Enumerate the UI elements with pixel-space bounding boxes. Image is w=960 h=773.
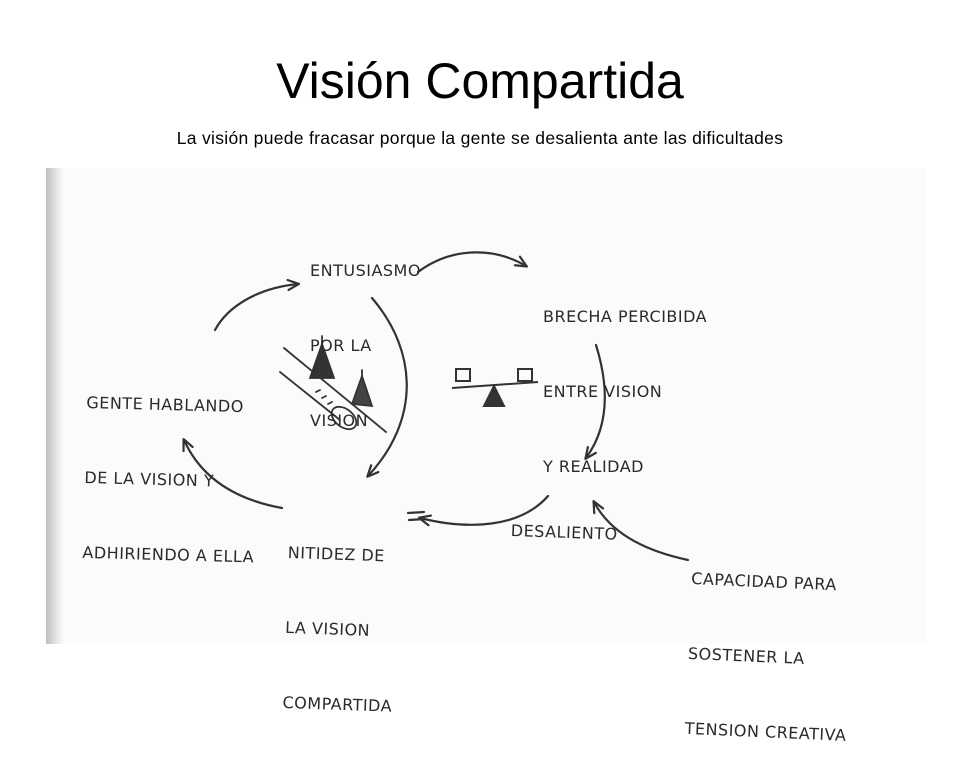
slide-subtitle: La visión puede fracasar porque la gente… bbox=[176, 128, 784, 148]
node-capacidad: CAPACIDAD PARA SOSTENER LA TENSION CREAT… bbox=[683, 516, 856, 773]
node-nitidez-line-2: LA VISION bbox=[284, 617, 371, 640]
arrow-brecha-to-desaliento bbox=[586, 343, 606, 458]
arrow-desaliento-to-nitidez bbox=[420, 494, 550, 525]
node-nitidez-line-3: COMPARTIDA bbox=[282, 692, 393, 716]
node-brecha-line-3: Y REALIDAD bbox=[543, 457, 644, 476]
snowball-rolling-downhill-icon bbox=[279, 335, 387, 433]
node-entusiasmo: ENTUSIASMO POR LA VISION bbox=[310, 208, 421, 458]
node-desaliento: DESALIENTO bbox=[510, 468, 620, 572]
node-brecha-line-2: ENTRE VISION bbox=[543, 382, 663, 401]
node-capacidad-line-3: TENSION CREATIVA bbox=[684, 718, 847, 745]
causal-loop-diagram bbox=[0, 251, 690, 562]
node-entusiasmo-line-3: VISION bbox=[310, 411, 369, 430]
node-brecha: BRECHA PERCIBIDA ENTRE VISION Y REALIDAD bbox=[543, 254, 707, 504]
node-gente-line-3: ADHIRIENDO A ELLA bbox=[82, 542, 255, 567]
node-nitidez: NITIDEZ DE LA VISION COMPARTIDA bbox=[281, 490, 399, 744]
node-capacidad-line-2: SOSTENER LA bbox=[687, 643, 806, 668]
arrow-nitidez-to-gente bbox=[184, 440, 284, 510]
scan-shadow-edge bbox=[46, 168, 64, 644]
node-gente-line-1: GENTE HABLANDO bbox=[86, 392, 245, 417]
node-nitidez-line-1: NITIDEZ DE bbox=[287, 542, 386, 566]
node-desaliento-line-1: DESALIENTO bbox=[510, 520, 618, 544]
arrow-gente-to-entusiasmo bbox=[213, 284, 298, 332]
node-entusiasmo-line-1: ENTUSIASMO bbox=[310, 261, 421, 280]
delay-mark bbox=[406, 510, 427, 522]
node-brecha-line-1: BRECHA PERCIBIDA bbox=[543, 307, 708, 326]
arrow-capacidad-to-desaliento bbox=[594, 502, 690, 562]
node-gente-line-2: DE LA VISION Y bbox=[84, 467, 215, 491]
arrow-entusiasmo-to-nitidez bbox=[368, 296, 408, 476]
slide-title: Visión Compartida bbox=[276, 53, 684, 109]
node-entusiasmo-line-2: POR LA bbox=[310, 336, 372, 355]
seesaw-balance-icon bbox=[451, 368, 539, 407]
node-capacidad-line-1: CAPACIDAD PARA bbox=[690, 568, 838, 595]
node-gente: GENTE HABLANDO DE LA VISION Y ADHIRIENDO… bbox=[81, 340, 259, 594]
arrow-entusiasmo-to-brecha bbox=[416, 251, 526, 274]
